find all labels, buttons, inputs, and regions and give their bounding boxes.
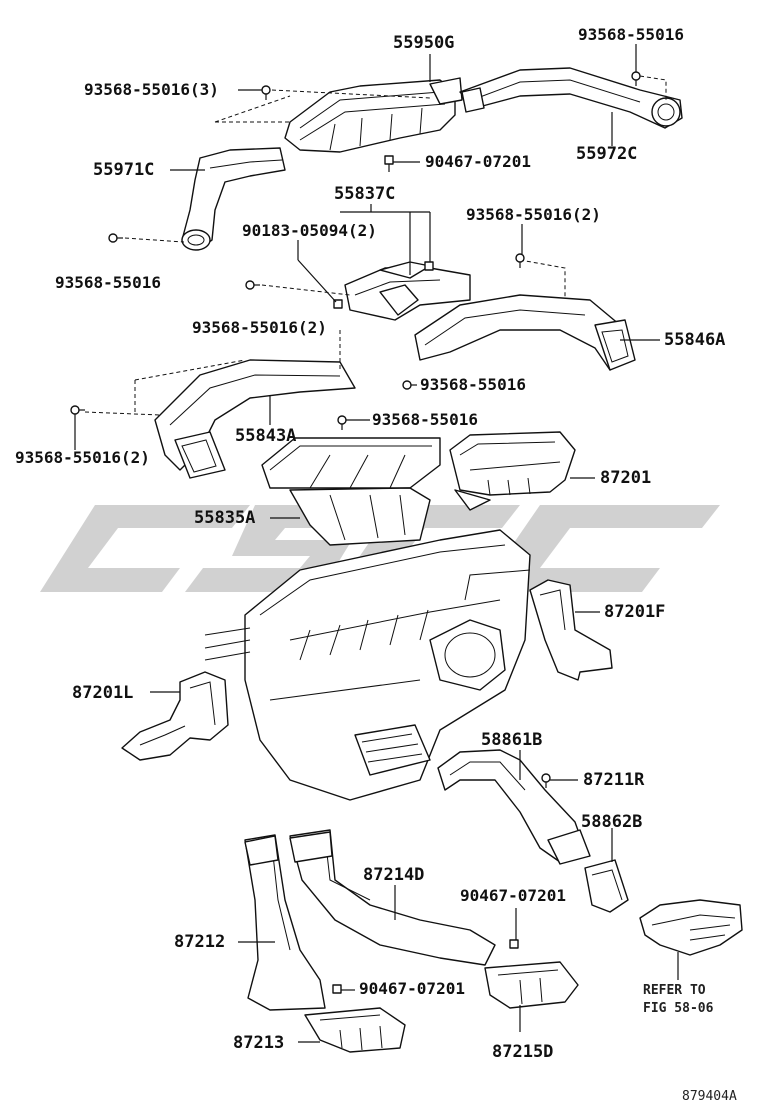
label-55971C: 55971C xyxy=(93,160,155,180)
duct-87212 xyxy=(244,834,326,1011)
screw-icon xyxy=(245,280,260,290)
label-93568-55016-top-right: 93568-55016 xyxy=(578,25,684,44)
clip-icon xyxy=(332,984,342,994)
duct-55837C xyxy=(344,261,471,321)
label-90467-07201-top: 90467-07201 xyxy=(425,152,531,171)
filter-housing-55835A xyxy=(261,437,441,546)
screw-icon xyxy=(631,71,641,86)
duct-87215D xyxy=(484,961,579,1009)
clip-icon xyxy=(384,155,394,172)
label-55846A: 55846A xyxy=(664,330,726,350)
label-55835A: 55835A xyxy=(194,508,256,528)
label-58861B: 58861B xyxy=(481,730,543,750)
duct-58862B xyxy=(584,859,629,913)
label-93568-55016-2-left: 93568-55016(2) xyxy=(15,448,150,467)
label-93568-55016-2-right: 93568-55016(2) xyxy=(466,205,601,224)
duct-55846A xyxy=(414,294,636,371)
figure-id: 879404A xyxy=(682,1089,737,1104)
screw-icon xyxy=(541,773,551,788)
label-93568-55016-2-mid: 93568-55016(2) xyxy=(192,318,327,337)
label-87214D: 87214D xyxy=(363,865,425,885)
label-87201F: 87201F xyxy=(604,602,666,622)
duct-refer-58-06 xyxy=(639,899,743,956)
label-93568-55016-mid-a: 93568-55016 xyxy=(420,375,526,394)
duct-58861B xyxy=(437,749,591,865)
clip-icon xyxy=(509,939,519,949)
duct-87214D xyxy=(289,829,496,966)
label-93568-55016-left: 93568-55016 xyxy=(55,273,161,292)
label-55843A: 55843A xyxy=(235,426,297,446)
duct-87201L xyxy=(121,671,229,761)
label-87212: 87212 xyxy=(174,932,226,952)
label-87211R: 87211R xyxy=(583,770,645,790)
duct-55843A xyxy=(154,359,356,479)
label-refer-to: REFER TO xyxy=(643,983,706,998)
duct-55950G xyxy=(284,77,463,153)
label-90467-07201-mid: 90467-07201 xyxy=(460,886,566,905)
label-refer-fig: FIG 58-06 xyxy=(643,1001,714,1016)
label-58862B: 58862B xyxy=(581,812,643,832)
hvac-unit xyxy=(204,529,531,801)
label-55972C: 55972C xyxy=(576,144,638,164)
duct-87213 xyxy=(304,1007,406,1053)
duct-55972C xyxy=(459,67,683,129)
screw-icon xyxy=(402,380,417,390)
blower-87201 xyxy=(449,431,576,511)
label-90467-07201-bottom: 90467-07201 xyxy=(359,979,465,998)
duct-55971C xyxy=(181,147,286,251)
label-87201: 87201 xyxy=(600,468,652,488)
label-93568-55016-mid-b: 93568-55016 xyxy=(372,410,478,429)
fastener-icons xyxy=(70,71,641,994)
screw-icon xyxy=(337,415,347,430)
screw-icon xyxy=(108,233,123,243)
label-93568-55016-3: 93568-55016(3) xyxy=(84,80,219,99)
label-87215D: 87215D xyxy=(492,1042,554,1062)
label-87213: 87213 xyxy=(233,1033,285,1053)
screw-icon xyxy=(70,405,85,415)
label-87201L: 87201L xyxy=(72,683,134,703)
label-55950G: 55950G xyxy=(393,33,455,53)
label-55837C: 55837C xyxy=(334,184,396,204)
screw-icon xyxy=(261,85,271,100)
clip-icon xyxy=(333,299,343,309)
clip-icon xyxy=(424,261,434,271)
label-90183-05094-2: 90183-05094(2) xyxy=(242,221,377,240)
leader-lines xyxy=(74,44,679,1043)
screw-icon xyxy=(515,253,525,268)
duct-87201F xyxy=(529,579,613,681)
